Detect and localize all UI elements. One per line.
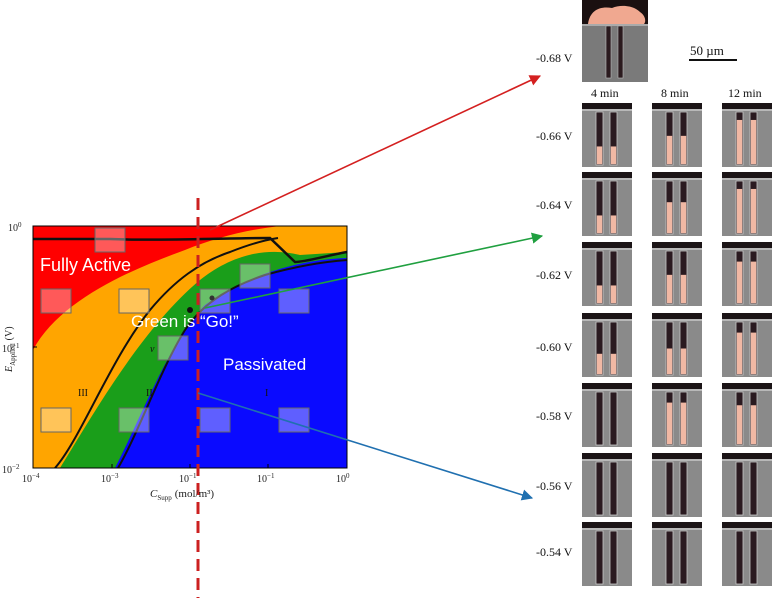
micrograph-tile — [582, 522, 632, 586]
time-header: 12 min — [728, 86, 762, 100]
voltage-label: -0.66 V — [536, 129, 573, 143]
phase-diagram — [33, 226, 347, 468]
micrograph-tile — [652, 103, 702, 167]
sample-square — [40, 407, 72, 433]
voltage-label: -0.62 V — [536, 268, 573, 282]
boundary-line-orange-green — [54, 237, 279, 468]
micrograph-tile — [582, 453, 632, 517]
voltage-label: -0.56 V — [536, 479, 573, 493]
sample-square — [157, 335, 189, 361]
sample-square — [118, 288, 150, 314]
y-axis: 100 10−1 10−2 EApplied(V) — [2, 221, 37, 476]
sample-square — [199, 288, 231, 314]
label-passivated: Passivated — [223, 355, 306, 374]
voltage-label: -0.68 V — [536, 51, 573, 65]
micrograph-tile — [652, 172, 702, 236]
region-numeral: I — [265, 388, 268, 399]
x-tick-label: 10−1 — [179, 472, 197, 485]
scale-bar-label: 50 µm — [690, 43, 724, 58]
sample-square — [239, 263, 271, 289]
x-tick-label: 10−1 — [257, 472, 275, 485]
marker-dot — [187, 307, 193, 313]
time-header: 4 min — [591, 86, 619, 100]
micrograph-tile — [722, 383, 772, 447]
y-tick-label: 100 — [8, 221, 22, 234]
micrograph-tile — [722, 103, 772, 167]
micrograph-tile — [582, 383, 632, 447]
label-green-go: Green is “Go!” — [131, 312, 239, 331]
voltage-label: -0.58 V — [536, 409, 573, 423]
y-axis-label: EApplied(V) — [4, 326, 17, 373]
boundary-line-upper — [33, 236, 347, 264]
time-header: 8 min — [661, 86, 689, 100]
arrow-blue — [197, 392, 534, 501]
sample-square — [278, 288, 310, 314]
region-numeral: v — [150, 344, 155, 355]
micrograph-tile — [652, 453, 702, 517]
sample-markers — [40, 227, 310, 433]
micrograph-tile — [582, 172, 632, 236]
region-numeral: II — [146, 388, 153, 399]
micrograph-tile — [722, 522, 772, 586]
x-axis-label: CSupp(mol/m³) — [150, 488, 214, 502]
micrograph-tile — [652, 242, 702, 306]
micrograph-grid — [582, 103, 772, 586]
micrograph-tile — [722, 453, 772, 517]
x-axis: 10−4 10−3 10−1 10−1 100 CSupp(mol/m³) — [22, 464, 350, 502]
y-tick-label: 10−2 — [2, 463, 20, 476]
micrograph-tile — [722, 313, 772, 377]
arrow-green — [204, 232, 544, 309]
sample-square — [94, 227, 126, 253]
boundary-line-green-passive — [117, 259, 347, 468]
micrograph-tile — [652, 313, 702, 377]
voltage-label: -0.64 V — [536, 198, 573, 212]
marker-dot — [209, 295, 215, 301]
region-numeral: III — [78, 388, 88, 399]
region-passivated — [115, 258, 347, 468]
sample-square — [118, 407, 150, 433]
sample-square — [199, 407, 231, 433]
micrograph-tile — [722, 242, 772, 306]
micrograph-tile — [582, 103, 632, 167]
micrograph-tile — [652, 522, 702, 586]
micrograph-tile — [722, 172, 772, 236]
micrograph-tile — [582, 313, 632, 377]
voltage-label: -0.60 V — [536, 340, 573, 354]
micrograph-tile — [582, 242, 632, 306]
micrograph-tile — [652, 383, 702, 447]
sample-square — [40, 288, 72, 314]
x-tick-label: 100 — [336, 472, 350, 485]
x-tick-label: 10−4 — [22, 472, 40, 485]
label-fully-active: Fully Active — [40, 255, 131, 275]
voltage-labels: -0.68 V -0.66 V -0.64 V -0.62 V -0.60 V … — [536, 51, 573, 559]
arrow-red — [209, 75, 542, 231]
x-tick-label: 10−3 — [101, 472, 119, 485]
y-tick-label: 10−1 — [2, 342, 20, 355]
micrograph-top — [582, 0, 648, 82]
voltage-label: -0.54 V — [536, 545, 573, 559]
